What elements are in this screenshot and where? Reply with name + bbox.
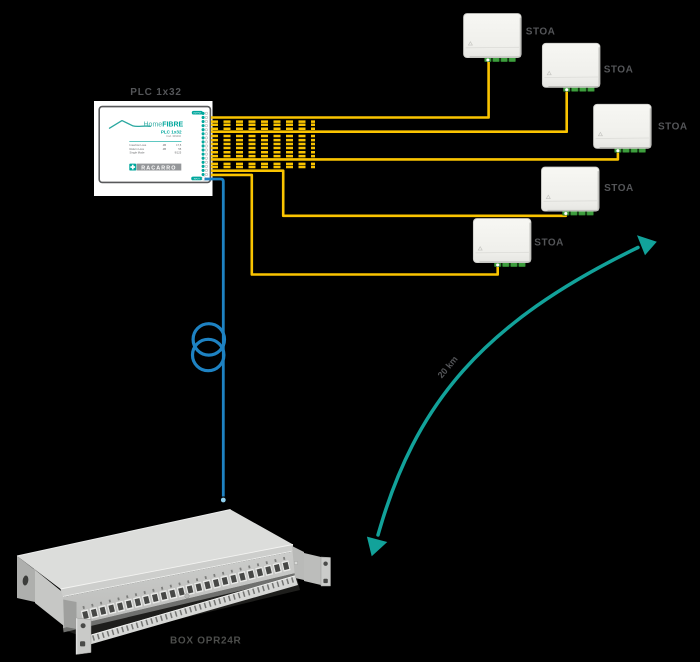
svg-text:17,5: 17,5 <box>176 143 182 147</box>
svg-text:Insertion Loss: Insertion Loss <box>130 143 147 147</box>
svg-text:Cod. 309402: Cod. 309402 <box>166 134 181 138</box>
svg-text:STOA: STOA <box>604 183 634 194</box>
svg-text:Single Mode: Single Mode <box>130 150 145 154</box>
svg-text:PLC 1x32: PLC 1x32 <box>130 87 181 98</box>
svg-text:BOX OPR24R: BOX OPR24R <box>170 636 242 647</box>
svg-text:STOA: STOA <box>604 65 634 76</box>
svg-text:PLC 1x32: PLC 1x32 <box>161 130 182 135</box>
svg-text:dB: dB <box>163 143 166 147</box>
svg-text:HomeFIBRE: HomeFIBRE <box>144 122 184 129</box>
svg-text:RACARRO: RACARRO <box>141 165 176 171</box>
svg-text:Return Loss: Return Loss <box>130 147 145 151</box>
svg-text:55: 55 <box>178 147 181 151</box>
svg-text:INPUT: INPUT <box>194 178 201 180</box>
svg-text:dB: dB <box>163 147 166 151</box>
svg-text:STOA: STOA <box>658 122 688 133</box>
svg-text:STOA: STOA <box>526 27 556 38</box>
svg-text:9/125: 9/125 <box>175 150 182 154</box>
svg-text:STOA: STOA <box>534 237 564 248</box>
svg-text:OUTPUT: OUTPUT <box>193 113 202 115</box>
